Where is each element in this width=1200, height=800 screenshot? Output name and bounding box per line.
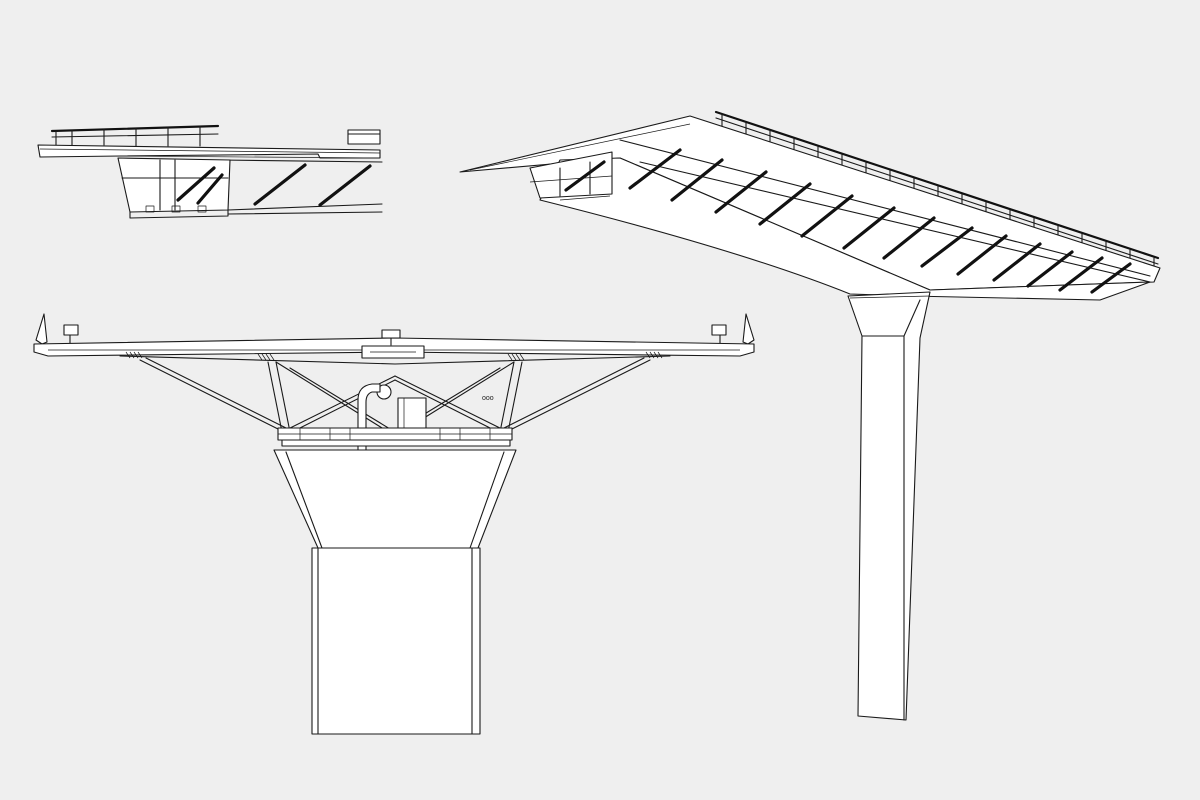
perspective-view <box>459 110 1161 721</box>
partial-elevation-view <box>37 124 383 219</box>
bottom-chord <box>277 427 513 447</box>
perspective-soffit <box>529 151 1151 301</box>
box-girder <box>117 157 231 219</box>
central-top-detail <box>361 329 425 359</box>
left-parapet <box>35 313 79 345</box>
perspective-braces <box>628 148 1151 294</box>
outer-struts <box>139 357 651 431</box>
right-parapet <box>711 313 755 345</box>
perspective-pier <box>847 291 931 721</box>
bearing-marks <box>125 351 663 361</box>
pier-column <box>273 449 517 735</box>
railing <box>50 124 381 147</box>
deck <box>37 144 383 163</box>
equipment-tag: ooo <box>482 395 494 402</box>
cantilever-bracing <box>227 163 383 215</box>
cross-section-view: ooo <box>33 313 755 735</box>
equipment-box: ooo <box>397 395 494 431</box>
